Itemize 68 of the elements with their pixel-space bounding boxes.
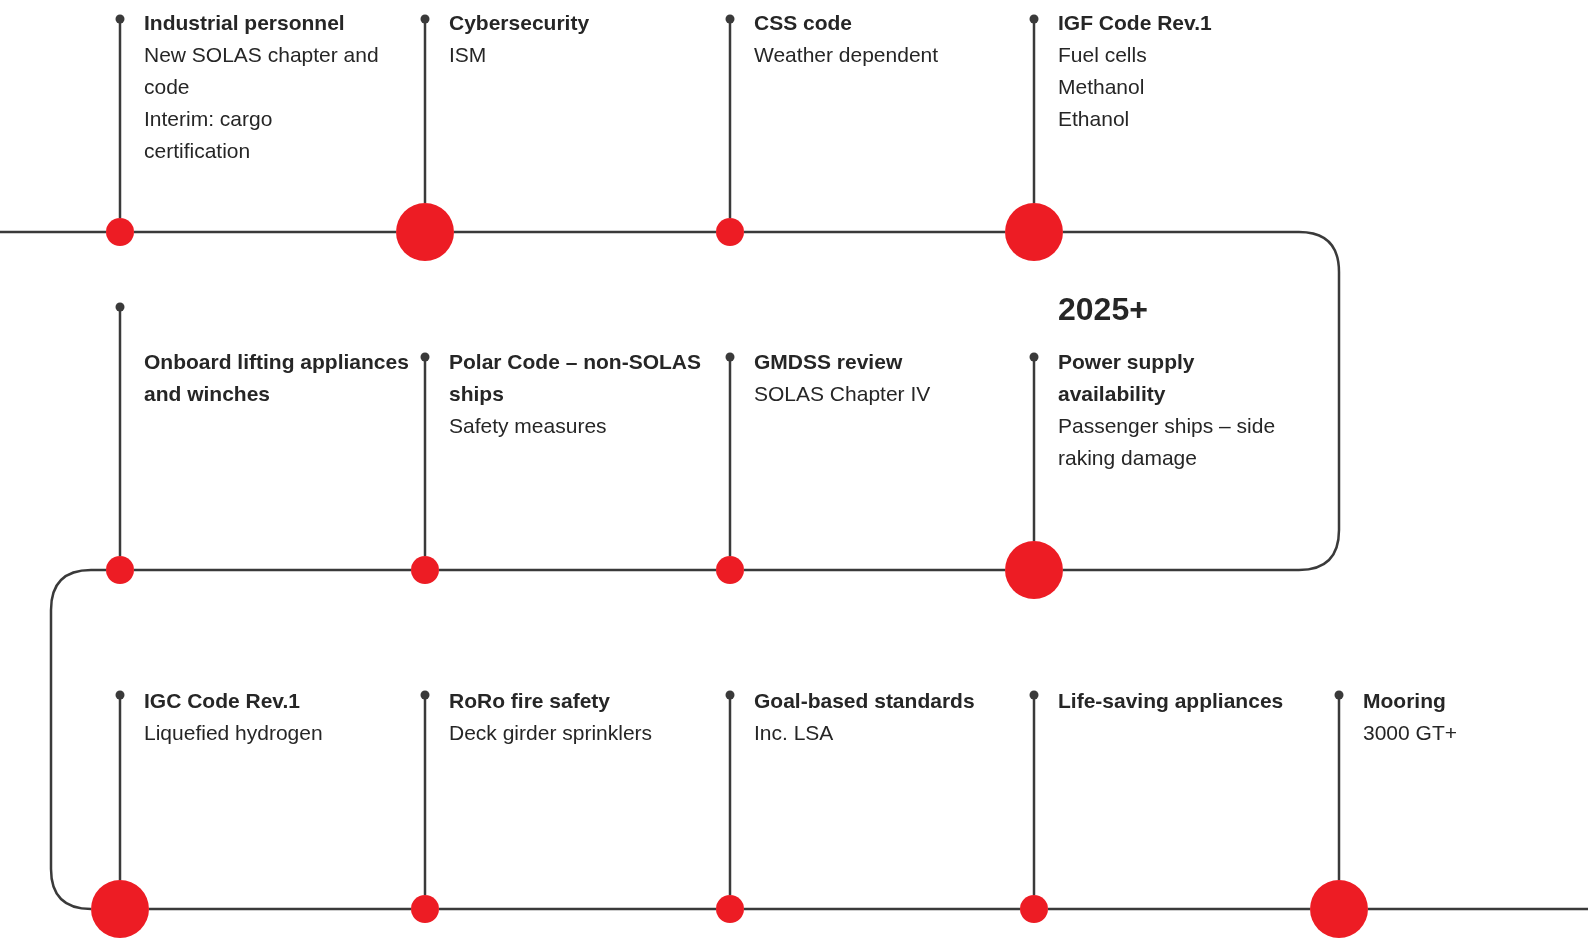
timeline-line [454, 230, 716, 234]
milestone-detail: Liquefied hydrogen [144, 720, 323, 746]
timeline-line [0, 230, 106, 234]
leader-line [115, 302, 125, 556]
milestone-title: GMDSS review [754, 349, 903, 375]
timeline-dot [396, 203, 454, 261]
timeline-line [1063, 230, 1341, 572]
leader-line [725, 690, 735, 895]
milestone-detail: ISM [449, 42, 487, 68]
milestone-detail: Methanol [1058, 74, 1145, 100]
timeline-line [149, 907, 411, 911]
timeline-dot [1005, 203, 1063, 261]
milestone-title: Goal-based standards [754, 688, 975, 714]
milestone-detail: SOLAS Chapter IV [754, 381, 931, 407]
leader-line [1334, 690, 1344, 880]
timeline-line [134, 230, 396, 234]
timeline-dot [411, 895, 439, 923]
timeline-dot [1005, 541, 1063, 599]
timeline-dot [1310, 880, 1368, 938]
timeline-line [744, 568, 1005, 572]
timeline-line [134, 568, 411, 572]
milestone-detail: Safety measures [449, 413, 607, 439]
leader-line [725, 352, 735, 556]
leader-line [1029, 690, 1039, 895]
milestone-detail: Ethanol [1058, 106, 1130, 132]
leader-line [420, 690, 430, 895]
timeline-dot [411, 556, 439, 584]
milestone-title: Mooring [1363, 688, 1446, 714]
leader-line [1029, 352, 1039, 541]
milestone-title: IGF Code Rev.1 [1058, 10, 1212, 36]
milestone-detail: Deck girder sprinklers [449, 720, 653, 746]
timeline-dot [91, 880, 149, 938]
leader-line [115, 690, 125, 880]
leader-line [725, 14, 735, 218]
timeline-dot [106, 556, 134, 584]
milestone-title: Cybersecurity [449, 10, 590, 36]
milestone-title: Onboard lifting appliances and winches [144, 349, 410, 407]
milestone-title: Life-saving appliances [1058, 688, 1284, 714]
timeline-line [439, 568, 716, 572]
milestone-title: Power supply availability [1058, 349, 1196, 407]
leader-line [115, 14, 125, 218]
milestone-detail: Interim: cargo certification [144, 106, 274, 164]
timeline-dot [716, 895, 744, 923]
timeline-line [1048, 907, 1310, 911]
year-label: 2025+ [1058, 291, 1148, 327]
timeline-dot [106, 218, 134, 246]
timeline-line [744, 230, 1005, 234]
leader-line [420, 14, 430, 203]
timeline-dot [716, 218, 744, 246]
timeline-line [744, 907, 1020, 911]
milestone-detail: Inc. LSA [754, 720, 834, 746]
timeline-line [1368, 907, 1588, 911]
milestone-detail: Passenger ships – side raking damage [1058, 413, 1277, 471]
timeline-dot [1020, 895, 1048, 923]
timeline-line [49, 568, 106, 911]
milestone-detail: New SOLAS chapter and code [144, 42, 380, 100]
leader-line [1029, 14, 1039, 203]
milestone-title: RoRo fire safety [449, 688, 611, 714]
milestone-detail: Fuel cells [1058, 42, 1147, 68]
leader-line [420, 352, 430, 556]
timeline-line [439, 907, 716, 911]
milestone-title: Polar Code – non-SOLAS ships [449, 349, 703, 407]
milestone-detail: Weather dependent [754, 42, 939, 68]
milestone-title: CSS code [754, 10, 853, 36]
timeline-dot [716, 556, 744, 584]
milestone-title: Industrial personnel [144, 10, 345, 36]
milestone-title: IGC Code Rev.1 [144, 688, 300, 714]
milestone-detail: 3000 GT+ [1363, 720, 1457, 746]
